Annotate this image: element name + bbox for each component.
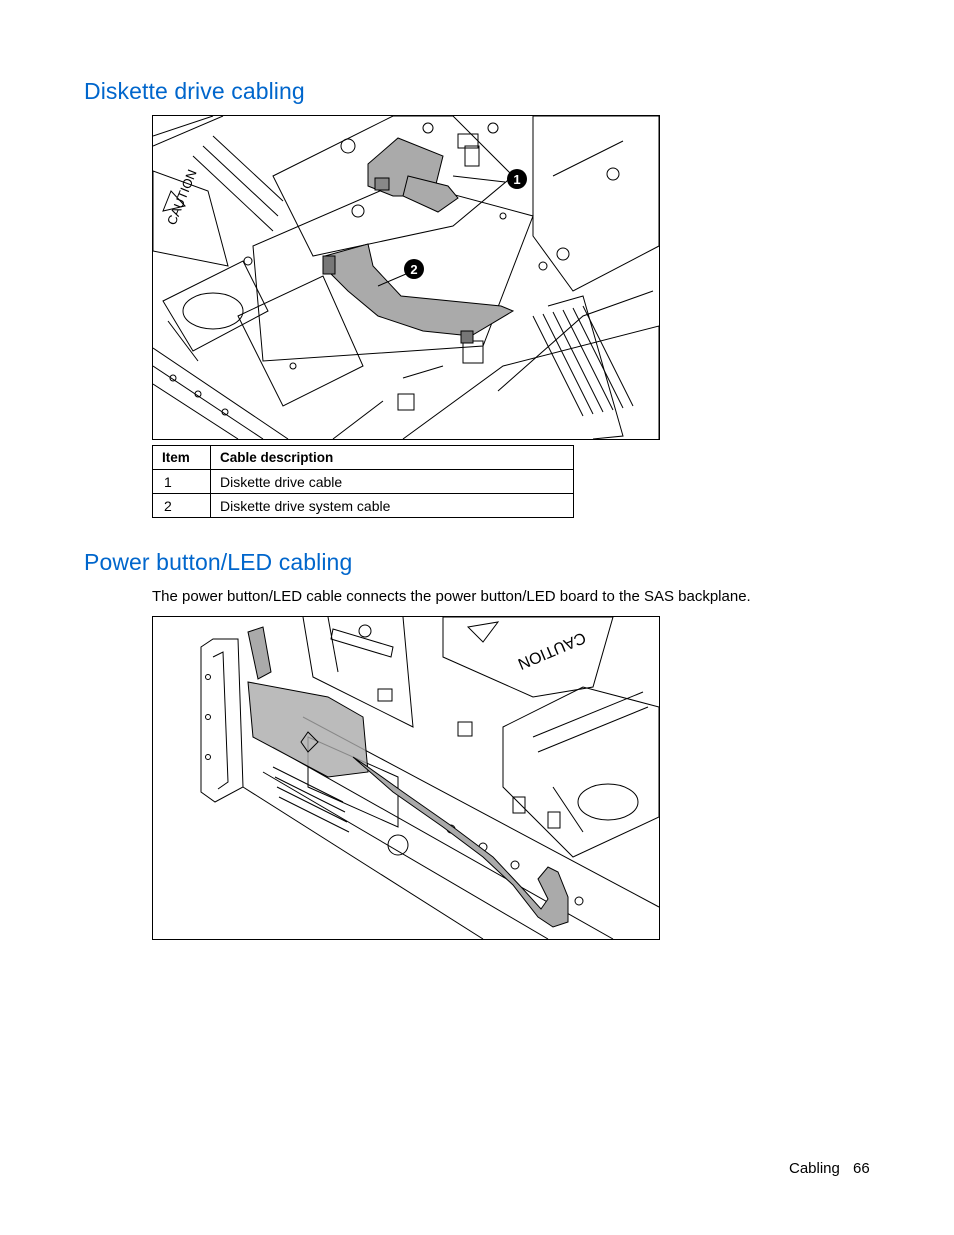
table-row: 2 Diskette drive system cable xyxy=(152,493,574,518)
cable-description-table: Item Cable description 1 Diskette drive … xyxy=(152,445,574,518)
diskette-drive-cable xyxy=(367,137,459,213)
diskette-drive-cabling-figure: CAUTION 1 2 xyxy=(152,115,660,440)
caution-label: CAUTION xyxy=(515,628,588,672)
table-cell-item: 2 xyxy=(152,493,211,518)
power-button-led-cabling-heading: Power button/LED cabling xyxy=(84,549,353,575)
table-cell-description: Diskette drive cable xyxy=(210,469,574,494)
table-row: 1 Diskette drive cable xyxy=(152,469,574,494)
power-button-led-illustration: CAUTION xyxy=(200,617,659,939)
diskette-drive-cabling-heading: Diskette drive cabling xyxy=(84,78,305,104)
svg-text:1: 1 xyxy=(513,172,520,187)
svg-text:2: 2 xyxy=(410,262,417,277)
caution-label: CAUTION xyxy=(164,167,200,227)
table-header-item: Item xyxy=(152,445,211,470)
callout-2: 2 xyxy=(404,259,424,279)
power-button-led-cabling-figure: CAUTION xyxy=(152,616,660,940)
power-button-led-description: The power button/LED cable connects the … xyxy=(152,588,751,605)
table-header-row: Item Cable description xyxy=(152,445,574,470)
table-header-description: Cable description xyxy=(210,445,574,470)
table-cell-description: Diskette drive system cable xyxy=(210,493,574,518)
diskette-drive-illustration: CAUTION 1 2 xyxy=(153,116,659,439)
power-button-led-cable xyxy=(247,626,569,928)
footer-section-name: Cabling xyxy=(789,1160,840,1177)
footer-page-number: 66 xyxy=(853,1160,870,1177)
callout-1: 1 xyxy=(507,169,527,189)
table-cell-item: 1 xyxy=(152,469,211,494)
diskette-drive-system-cable xyxy=(322,243,515,344)
